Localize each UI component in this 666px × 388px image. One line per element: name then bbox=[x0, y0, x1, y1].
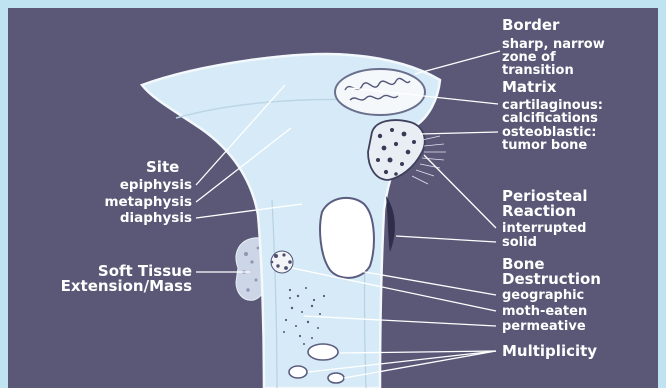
multiplicity-label: Multiplicity bbox=[502, 342, 597, 360]
destruction-permeative: permeative bbox=[502, 319, 586, 334]
matrix-osteoblastic-line-2: tumor bone bbox=[502, 138, 587, 153]
site-metaphysis: metaphysis bbox=[104, 194, 192, 210]
periosteal-heading-line-2: Reaction bbox=[502, 202, 576, 220]
site-diaphysis: diaphysis bbox=[120, 210, 192, 226]
cartilage-lesion bbox=[335, 69, 425, 115]
multiple-lesion-3 bbox=[328, 373, 344, 383]
matrix-cartilaginous-line-2: calcifications bbox=[502, 111, 598, 126]
matrix-heading: Matrix bbox=[502, 78, 557, 96]
destruction-moth-eaten: moth-eaten bbox=[502, 304, 587, 319]
periosteal-solid: solid bbox=[502, 235, 537, 250]
geographic-lesion bbox=[320, 198, 374, 278]
border-heading: Border bbox=[502, 16, 560, 34]
site-heading: Site bbox=[146, 158, 179, 176]
multiple-lesion-1 bbox=[308, 344, 338, 360]
multiple-lesion-2 bbox=[289, 366, 307, 378]
site-epiphysis: epiphysis bbox=[120, 177, 192, 193]
destruction-geographic: geographic bbox=[502, 288, 584, 303]
periosteal-interrupted: interrupted bbox=[502, 221, 586, 236]
soft-tissue-line-2: Extension/Mass bbox=[61, 277, 192, 295]
border-desc-line-3: transition bbox=[502, 63, 574, 78]
bone-destruction-heading-line-2: Destruction bbox=[502, 270, 601, 288]
